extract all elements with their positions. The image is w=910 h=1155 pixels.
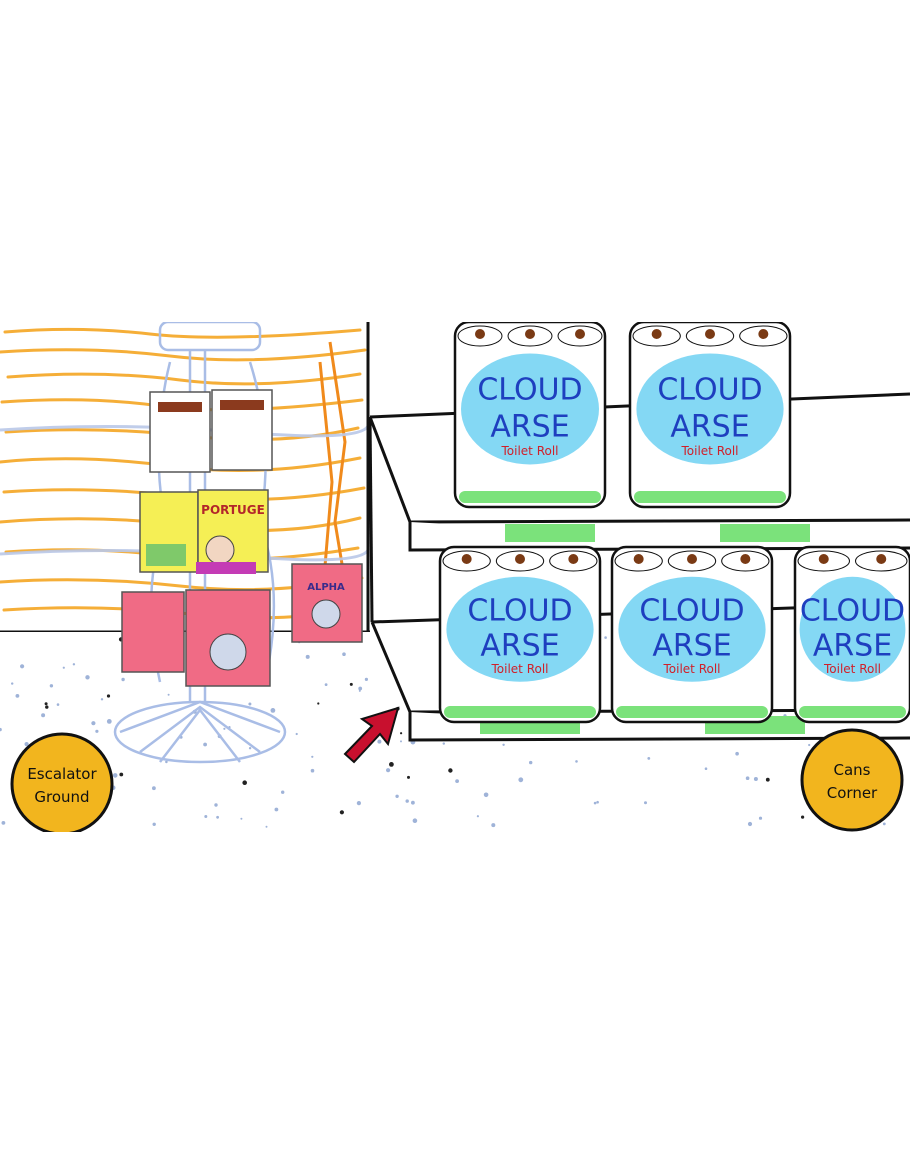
pack-brand-line1: CLOUD <box>657 373 762 408</box>
escalator-label-line2: Ground <box>34 788 89 806</box>
pack-brand-line2: ARSE <box>670 410 749 445</box>
pack-brand-line2: ARSE <box>480 629 559 664</box>
cans-corner-button[interactable]: Cans Corner <box>800 728 904 832</box>
book-rack[interactable]: PORTUGE ALPHA <box>113 322 363 764</box>
forward-arrow[interactable] <box>343 706 400 764</box>
book-portuge-title: PORTUGE <box>201 503 265 517</box>
pack-brand-line2: ARSE <box>490 410 569 445</box>
pack-brand-line2: ARSE <box>813 629 892 664</box>
book-stack-top <box>149 389 273 473</box>
escalator-ground-button[interactable]: Escalator Ground <box>10 732 114 832</box>
pack-subtitle: Toilet Roll <box>823 662 881 676</box>
pack-brand-line2: ARSE <box>652 629 731 664</box>
cans-label-line1: Cans <box>834 761 871 779</box>
pack-subtitle: Toilet Roll <box>662 662 720 676</box>
pack-subtitle: Toilet Roll <box>500 444 558 458</box>
cans-label-line2: Corner <box>827 784 878 802</box>
pack-subtitle: Toilet Roll <box>680 444 738 458</box>
pack-brand-line1: CLOUD <box>467 594 572 629</box>
book-portuge: PORTUGE <box>139 489 269 574</box>
game-scene: PORTUGE ALPHA <box>0 322 910 832</box>
pack-brand-line1: CLOUD <box>477 373 582 408</box>
pack-brand-line1: CLOUD <box>800 594 905 629</box>
pack-brand-line1: CLOUD <box>639 594 744 629</box>
book-alpha-title: ALPHA <box>307 582 345 593</box>
escalator-label-line1: Escalator <box>27 765 97 783</box>
book-alpha: ALPHA <box>121 563 363 687</box>
pack-subtitle: Toilet Roll <box>490 662 548 676</box>
